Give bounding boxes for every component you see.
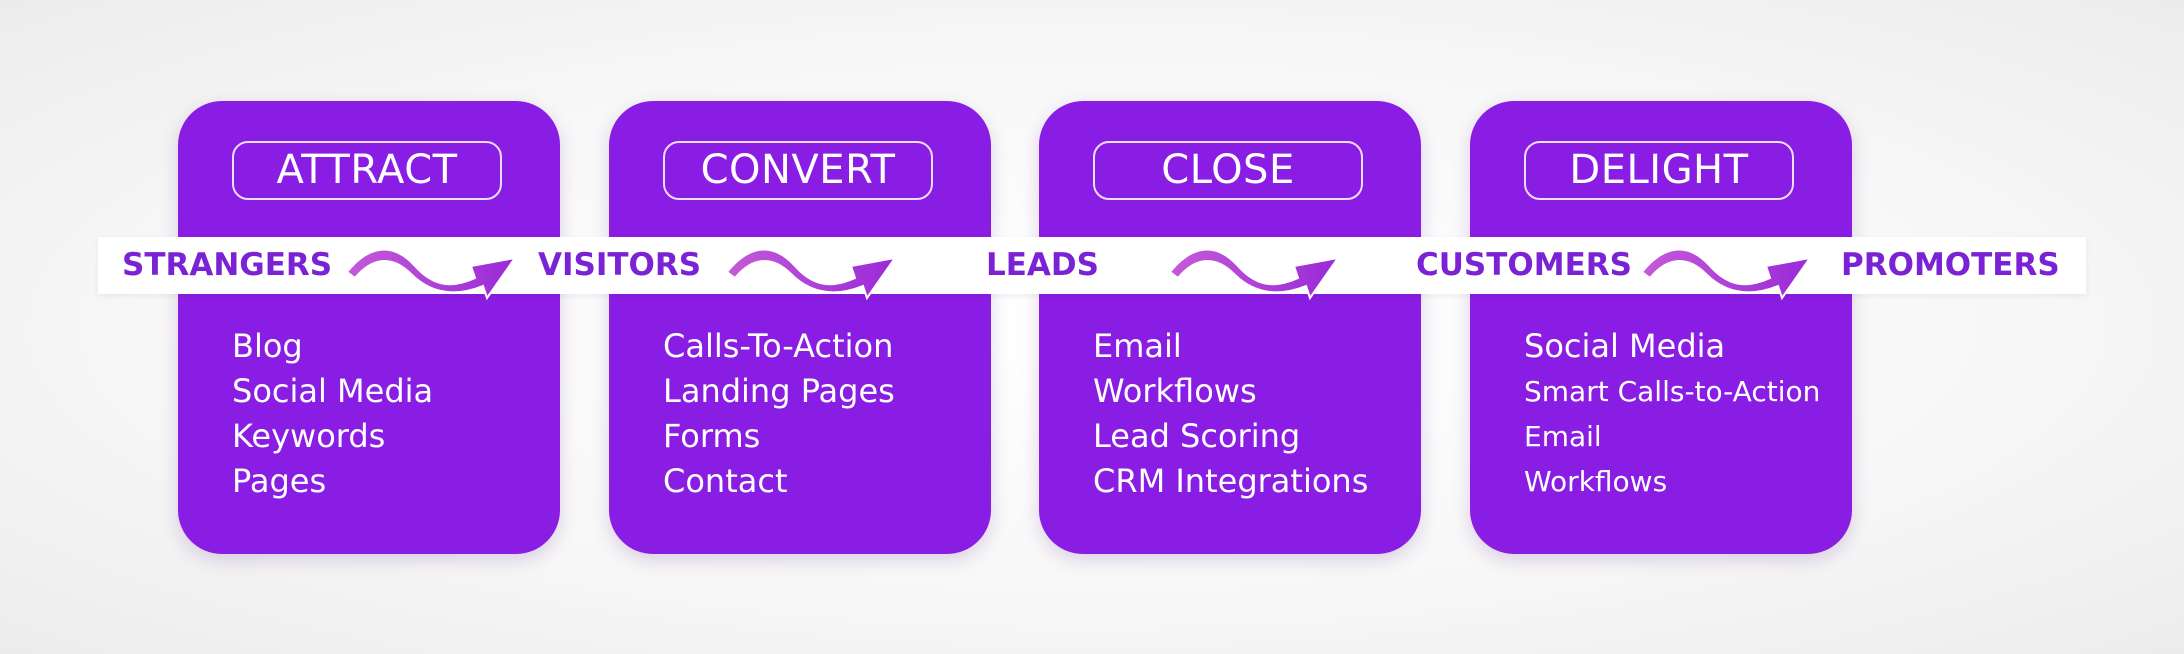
list-item: Email bbox=[1524, 420, 1602, 453]
stage-card-close: CLOSE Email Workflows Lead Scoring CRM I… bbox=[1039, 101, 1421, 554]
stage-title: DELIGHT bbox=[1524, 141, 1794, 200]
list-item: Smart Calls-to-Action bbox=[1524, 375, 1821, 408]
list-item: Pages bbox=[232, 462, 327, 500]
list-item: Social Media bbox=[232, 372, 434, 410]
flow-label-strangers: STRANGERS bbox=[122, 247, 333, 283]
stage-item-list: Social Media Smart Calls-to-Action Email… bbox=[1524, 324, 1820, 504]
stage-card-delight: DELIGHT Social Media Smart Calls-to-Acti… bbox=[1470, 101, 1852, 554]
stage-title: ATTRACT bbox=[232, 141, 502, 200]
stage-card-attract: ATTRACT Blog Social Media Keywords Pages bbox=[178, 101, 560, 554]
stage-item-list: Email Workflows Lead Scoring CRM Integra… bbox=[1093, 324, 1368, 504]
list-item: Contact bbox=[663, 462, 788, 500]
curved-arrow-icon bbox=[1168, 248, 1341, 301]
stage-card-convert: CONVERT Calls-To-Action Landing Pages Fo… bbox=[609, 101, 991, 554]
flow-label-customers: CUSTOMERS bbox=[1416, 247, 1632, 283]
stage-title: CLOSE bbox=[1093, 141, 1363, 200]
stage-title: CONVERT bbox=[663, 141, 933, 200]
list-item: Blog bbox=[232, 327, 303, 365]
list-item: CRM Integrations bbox=[1093, 462, 1369, 500]
stage-item-list: Calls-To-Action Landing Pages Forms Cont… bbox=[663, 324, 895, 504]
list-item: Calls-To-Action bbox=[663, 327, 894, 365]
curved-arrow-icon bbox=[345, 248, 518, 301]
stage-item-list: Blog Social Media Keywords Pages bbox=[232, 324, 433, 504]
list-item: Workflows bbox=[1524, 465, 1668, 498]
curved-arrow-icon bbox=[1640, 248, 1813, 301]
list-item: Workflows bbox=[1093, 372, 1257, 410]
list-item: Forms bbox=[663, 417, 761, 455]
curved-arrow-icon bbox=[725, 248, 898, 301]
list-item: Landing Pages bbox=[663, 372, 895, 410]
list-item: Keywords bbox=[232, 417, 386, 455]
list-item: Email bbox=[1093, 327, 1182, 365]
list-item: Social Media bbox=[1524, 327, 1726, 365]
flow-label-visitors: VISITORS bbox=[538, 247, 702, 283]
flow-label-promoters: PROMOTERS bbox=[1841, 247, 2060, 283]
list-item: Lead Scoring bbox=[1093, 417, 1301, 455]
flow-label-leads: LEADS bbox=[986, 247, 1099, 283]
